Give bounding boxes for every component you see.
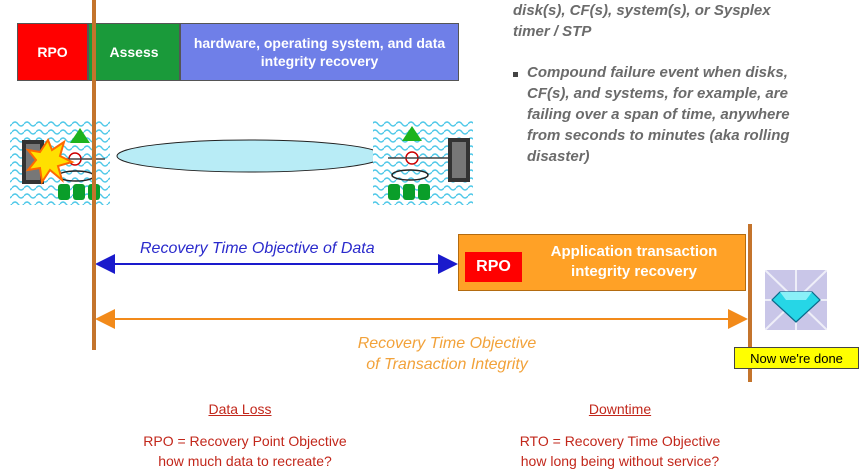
rto-definition: RTO = Recovery Time Objective how long b… [460, 431, 780, 471]
txn-rto-label-line2: of Transaction Integrity [366, 356, 528, 373]
rpo-definition-line2: how much data to recreate? [158, 453, 332, 469]
app-recovery-text: Application transaction integrity recove… [550, 243, 718, 280]
app-rpo-segment: RPO [465, 252, 522, 282]
diamond-icon [764, 269, 828, 331]
bullet2-line5: disaster) [527, 148, 590, 165]
rpo-definition-line1: RPO = Recovery Point Objective [143, 433, 347, 449]
bullet2-line1: Compound failure event when disks, [527, 64, 788, 81]
rto-definition-line1: RTO = Recovery Time Objective [519, 433, 721, 449]
recovery-segment: hardware, operating system, and data int… [180, 23, 459, 81]
data-rto-label: Recovery Time Objective of Data [140, 240, 375, 257]
bullet2-line2: CF(s), and systems, for example, are [527, 85, 788, 102]
right-site-icon [373, 120, 473, 205]
downtime-heading: Downtime [588, 401, 652, 417]
done-timeline-line [748, 224, 752, 382]
bullet1-line1: disk(s), CF(s), system(s), or Sysplex [513, 2, 771, 19]
bullet-square-icon [513, 72, 518, 77]
bullet2-line3: failing over a span of time, anywhere [527, 106, 790, 123]
bullet1-line2: timer / STP [513, 23, 592, 40]
explosion-icon [25, 137, 75, 185]
data-loss-heading: Data Loss [208, 401, 272, 417]
failure-timeline-line [92, 0, 96, 350]
bullet2-line4: from seconds to minutes (aka rolling [527, 127, 790, 144]
rto-definition-line2: how long being without service? [520, 453, 720, 469]
rpo-definition: RPO = Recovery Point Objective how much … [100, 431, 390, 471]
txn-rto-label: Recovery Time Objective of Transaction I… [297, 333, 597, 375]
assess-segment: Assess [88, 23, 180, 81]
rpo-segment: RPO [17, 23, 88, 81]
left-site-icon [10, 120, 110, 205]
network-link-ellipse [116, 139, 384, 173]
done-label: Now we're done [734, 347, 859, 369]
txn-rto-label-line1: Recovery Time Objective [357, 335, 537, 352]
